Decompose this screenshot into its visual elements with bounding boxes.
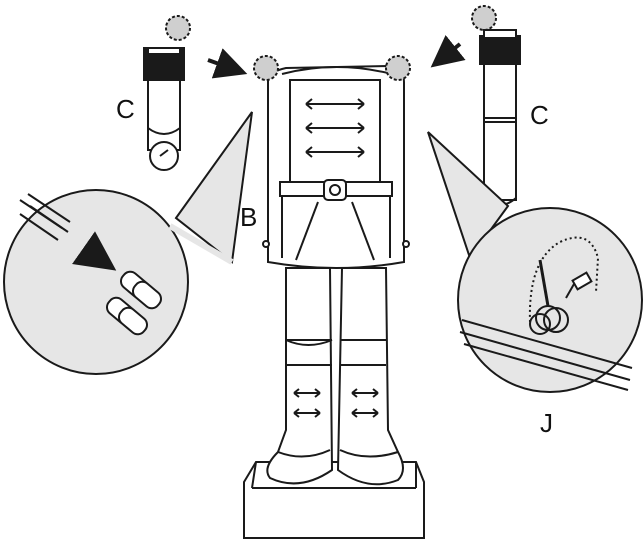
- torso-body: [253, 55, 411, 269]
- label-detail: J: [540, 408, 553, 438]
- legs: [266, 267, 404, 486]
- right-arm-part: [471, 5, 521, 206]
- label-right-arm: C: [530, 100, 549, 130]
- left-arm-part: [143, 15, 191, 171]
- label-left-arm: C: [116, 94, 135, 124]
- label-body: B: [240, 202, 257, 232]
- left-zoom-callout: [3, 111, 253, 375]
- motion-arrows: [207, 35, 466, 79]
- right-zoom-callout: [427, 131, 643, 393]
